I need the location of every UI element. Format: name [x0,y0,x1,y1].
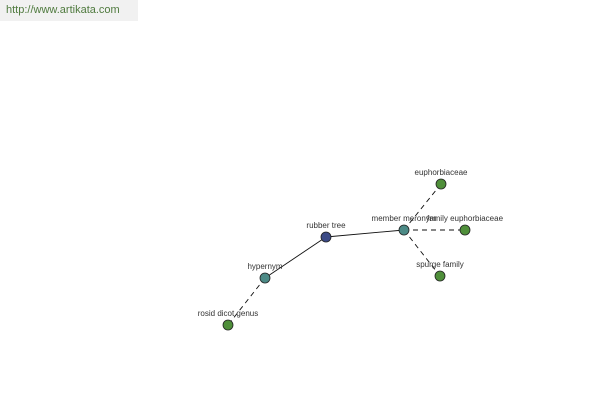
edge-rubber-tree-to-member-meronym [325,229,405,238]
label-rubber-tree[interactable]: rubber tree [306,221,346,230]
node-rosid-dicot-genus[interactable] [222,319,234,331]
label-member-meronym[interactable]: member meronym [372,214,437,223]
label-spurge-family[interactable]: spurge family [416,260,464,269]
node-rubber-tree[interactable] [320,231,332,243]
edge-hypernym-to-rosid-dicot-genus [227,277,266,326]
label-rosid-dicot-genus[interactable]: rosid dicot genus [198,309,258,318]
label-hypernym[interactable]: hypernym [247,262,282,271]
edge-member-meronym-to-euphorbiaceae [403,183,442,231]
nodes-layer [222,178,471,331]
source-url[interactable]: http://www.artikata.com [0,0,138,21]
node-hypernym[interactable] [259,272,271,284]
edges-layer [227,183,465,326]
edge-rubber-tree-to-hypernym [264,236,327,279]
node-euphorbiaceae[interactable] [435,178,447,190]
label-family-euphorbiaceae[interactable]: family euphorbiaceae [427,214,504,223]
node-spurge-family[interactable] [434,270,446,282]
node-family-euphorbiaceae[interactable] [459,224,471,236]
node-member-meronym[interactable] [398,224,410,236]
edge-member-meronym-to-spurge-family [403,229,441,277]
label-euphorbiaceae[interactable]: euphorbiaceae [415,168,468,177]
labels-layer: rubber tree hypernym member meronym rosid d… [198,168,504,318]
